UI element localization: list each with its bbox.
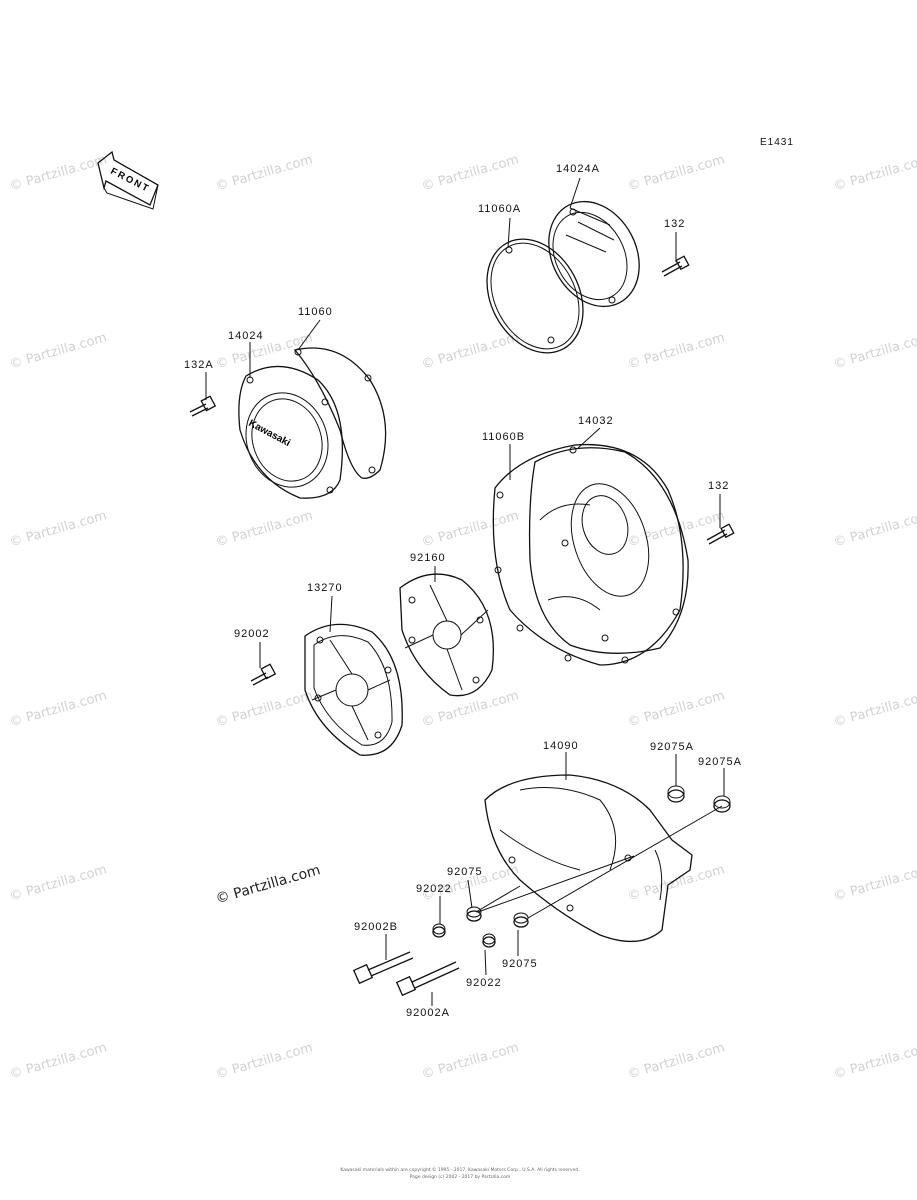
part-label[interactable]: 132A — [184, 359, 214, 371]
part-label[interactable]: 14024 — [228, 330, 264, 342]
cover-14024: Kawasaki — [238, 365, 343, 499]
footer-design: Page design (c) 2002 - 2017 by Partzilla… — [409, 1175, 511, 1180]
bolt-132A-icon — [189, 395, 217, 417]
bolt-92002-icon — [250, 663, 277, 686]
part-label[interactable]: 14032 — [578, 415, 614, 427]
part-label[interactable]: 92075 — [502, 958, 538, 970]
gasket-11060B — [492, 443, 684, 666]
front-arrow-icon: FRONT — [97, 150, 159, 210]
part-label[interactable]: 92075A — [650, 741, 694, 753]
sprocket-cover-14090 — [484, 774, 693, 943]
gasket-11060 — [293, 347, 387, 479]
collar-92075-2-icon — [513, 912, 529, 928]
part-label[interactable]: 132 — [664, 218, 686, 230]
front-label: FRONT — [109, 166, 152, 195]
part-label[interactable]: 14090 — [543, 740, 579, 752]
footer-copyright: Kawasaki materials within are copyright … — [340, 1168, 580, 1173]
washer-92022-2-icon — [482, 933, 496, 948]
part-label[interactable]: 13270 — [307, 582, 343, 594]
part-label[interactable]: 14024A — [556, 163, 600, 175]
collar-92075-1-icon — [466, 906, 482, 922]
gasket-11060A — [486, 238, 584, 354]
part-label[interactable]: 92002 — [234, 628, 270, 640]
part-label[interactable]: 92075A — [698, 756, 742, 768]
bolt-92002B-icon — [352, 951, 414, 985]
part-label[interactable]: 92002B — [354, 921, 398, 933]
part-label[interactable]: 92160 — [410, 552, 446, 564]
part-label[interactable]: 11060B — [482, 431, 526, 443]
cover-14024A — [548, 200, 640, 308]
plate-13270 — [304, 623, 403, 756]
bolt-132-mid-icon — [706, 523, 735, 545]
part-label[interactable]: 11060 — [298, 306, 333, 318]
part-label[interactable]: 92075 — [447, 866, 483, 878]
part-label[interactable]: 92022 — [466, 977, 502, 989]
bolt-92002A-icon — [395, 961, 460, 997]
washer-92022-1-icon — [432, 923, 446, 938]
plate-92160 — [399, 573, 495, 697]
clutch-cover-14032 — [528, 446, 689, 654]
leader-lines — [205, 177, 725, 1006]
bolt-132-top-icon — [661, 255, 690, 277]
collar-92075A-2-icon — [713, 795, 731, 813]
diagram-code: E1431 — [760, 137, 794, 148]
part-label[interactable]: 11060A — [478, 203, 522, 215]
part-label[interactable]: 92022 — [416, 883, 452, 895]
part-label[interactable]: 92002A — [406, 1007, 450, 1019]
collar-92075A-1-icon — [667, 785, 685, 803]
part-label[interactable]: 132 — [708, 480, 730, 492]
